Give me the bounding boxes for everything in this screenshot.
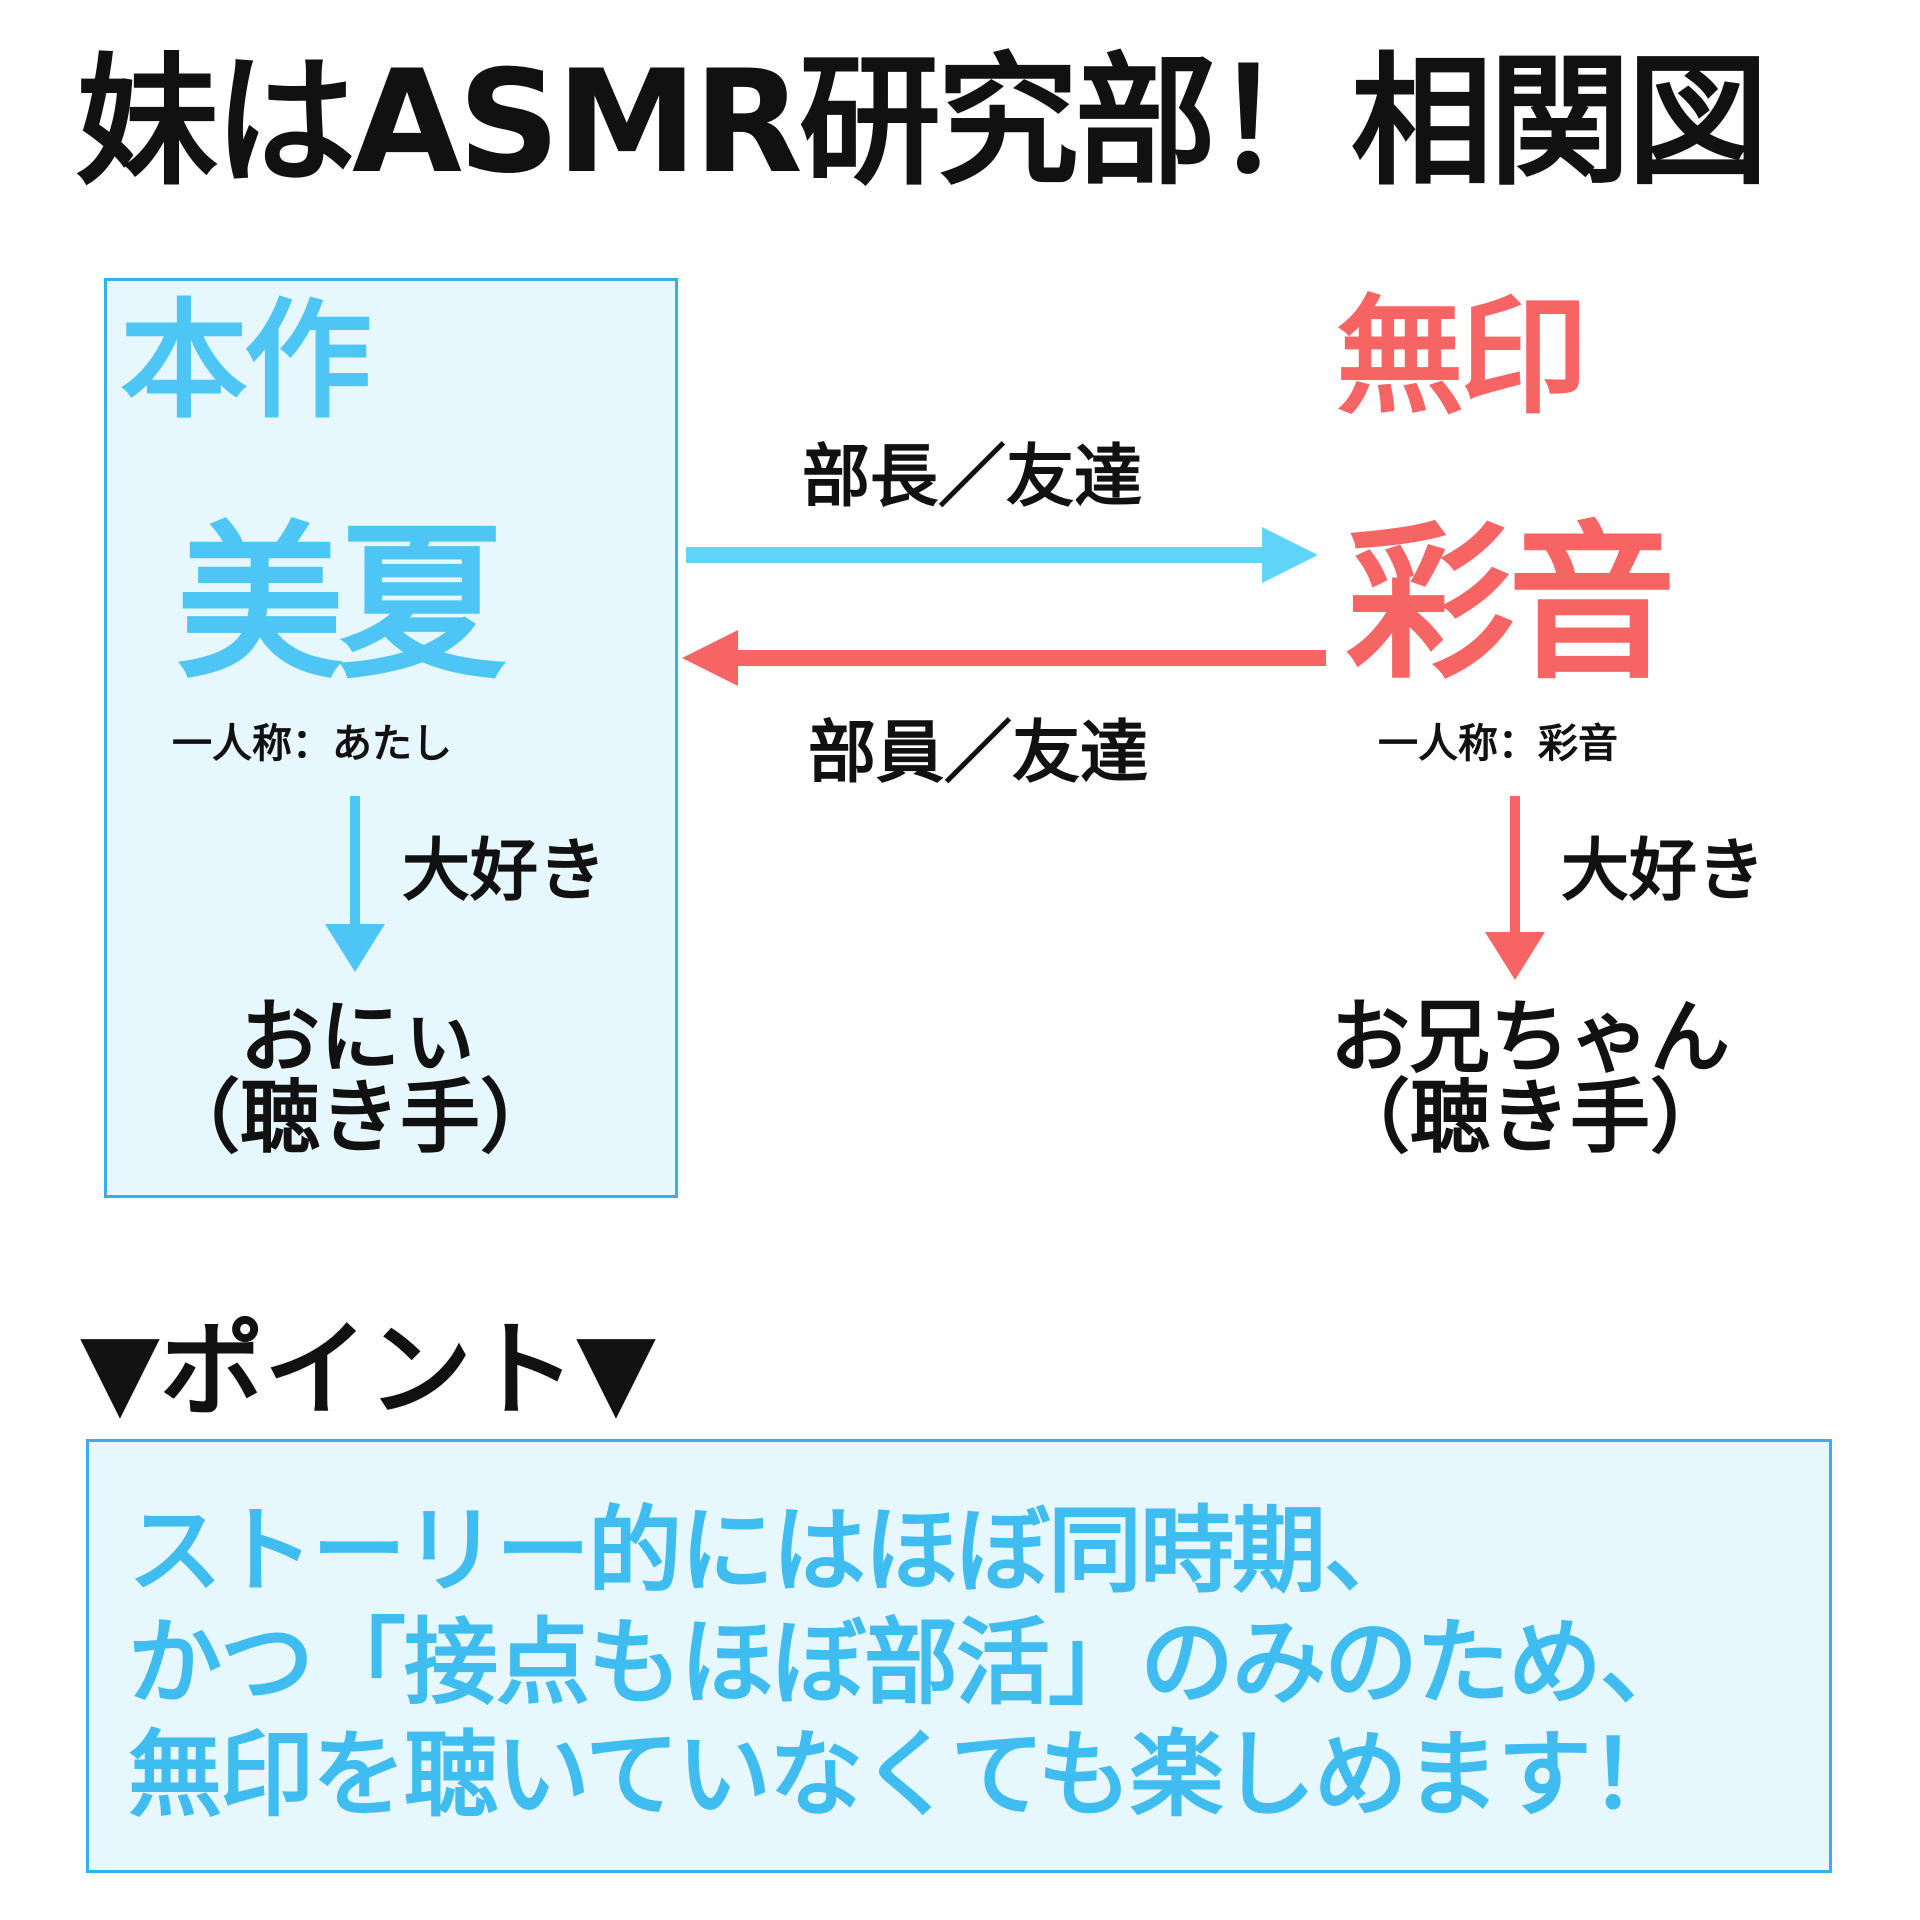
right-target-note: （聴き手） (1330, 1071, 1730, 1164)
arrow-right-head-icon (1262, 527, 1318, 583)
left-target-note: （聴き手） (160, 1071, 560, 1164)
right-relation-label: 大好き (1561, 832, 1766, 911)
right-down-arrow-head-icon (1485, 932, 1545, 980)
point-line-2: かつ「接点もほぼ部活」のみのため、 (128, 1609, 1694, 1718)
right-target-name: お兄ちゃん (1330, 991, 1730, 1084)
page-title: 妹はASMR研究部！相関図 (76, 40, 1769, 205)
left-target-name: おにぃ (240, 991, 480, 1084)
right-work-label: 無印 (1336, 283, 1588, 432)
right-down-arrow-shaft (1510, 796, 1520, 936)
left-first-person: 一人称：あたし (172, 721, 452, 767)
left-character-name: 美夏 (176, 506, 506, 702)
left-relation-label: 大好き (402, 832, 607, 911)
left-down-arrow-shaft (350, 796, 360, 928)
point-line-1: ストーリー的にはほぼ同時期、 (128, 1497, 1418, 1606)
point-text: ストーリー的にはほぼ同時期、 かつ「接点もほぼ部活」のみのため、 無印を聴いてい… (128, 1496, 1694, 1832)
point-heading: ▼ポイント▼ (80, 1309, 656, 1431)
arrow-right-shaft (686, 547, 1266, 563)
honsaku-panel (104, 278, 678, 1198)
relation-label-top: 部長／友達 (802, 438, 1143, 517)
relation-label-bottom: 部員／友達 (808, 714, 1149, 793)
left-work-label: 本作 (120, 287, 372, 436)
arrow-left-shaft (734, 650, 1326, 666)
right-target: お兄ちゃん （聴き手） (1300, 998, 1760, 1158)
right-character-name: 彩音 (1346, 506, 1676, 702)
point-line-3: 無印を聴いていなくても楽しめます！ (128, 1721, 1684, 1830)
left-down-arrow-head-icon (325, 924, 385, 972)
point-panel (86, 1439, 1832, 1873)
left-target: おにぃ （聴き手） (150, 998, 570, 1158)
right-first-person: 一人称：彩音 (1378, 721, 1618, 767)
arrow-left-head-icon (682, 630, 738, 686)
